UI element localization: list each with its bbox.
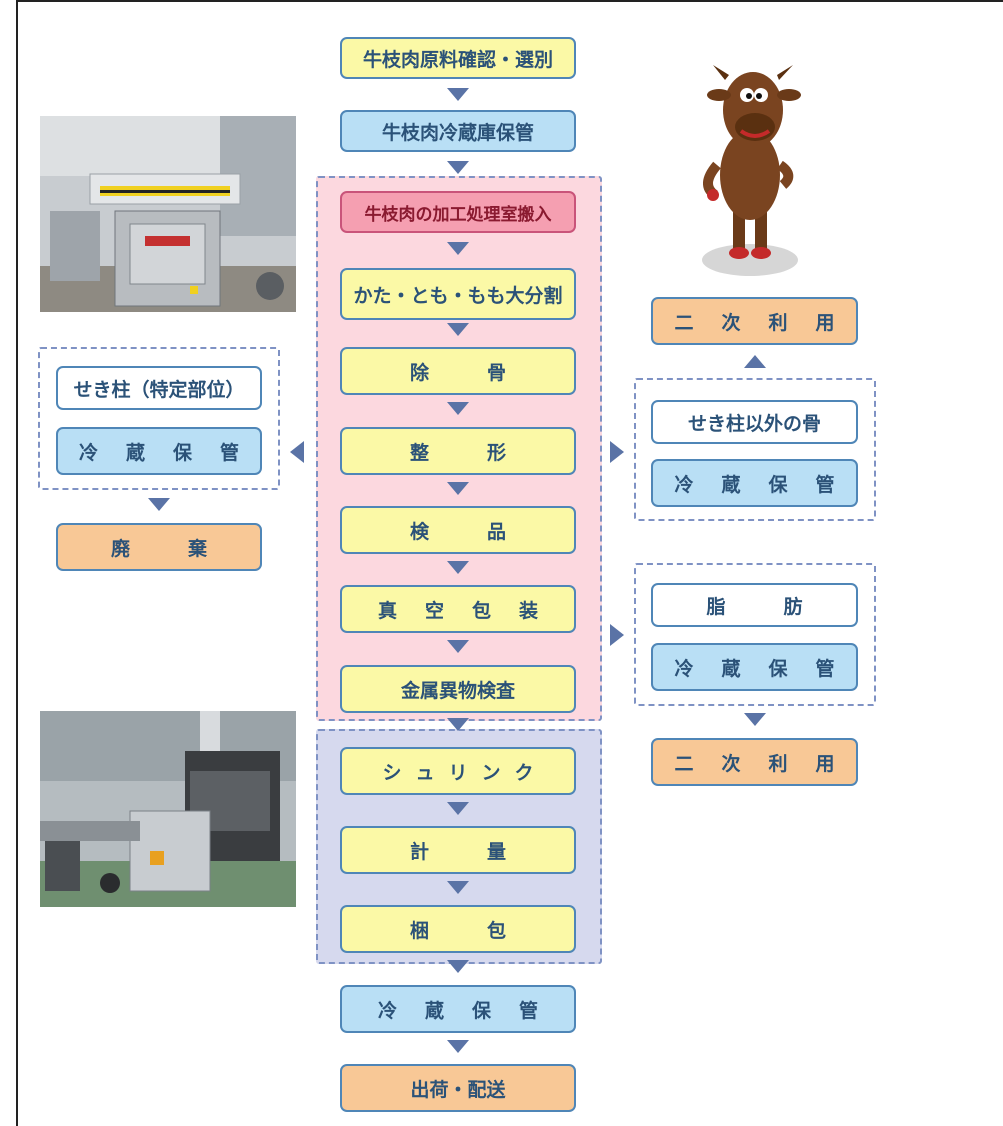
- bones-branch-region: [634, 378, 876, 521]
- arrow-down-icon: [447, 718, 469, 731]
- flow-step-weighing: 計量: [340, 826, 576, 874]
- frame-left-border: [16, 0, 18, 1126]
- flow-step-material-check: 牛枝肉原料確認・選別: [340, 37, 576, 79]
- arrow-down-icon: [447, 561, 469, 574]
- flow-step-shrink: シュリンク: [340, 747, 576, 795]
- spinal-column-label: せき柱（特定部位）: [56, 366, 262, 410]
- flow-step-cold-storage: 牛枝肉冷蔵庫保管: [340, 110, 576, 152]
- fat-cold-storage-label: 冷蔵保管: [651, 643, 858, 691]
- arrow-up-icon: [744, 355, 766, 368]
- flow-step-large-division: かた・とも・もも大分割: [340, 268, 576, 320]
- arrow-left-icon: [290, 441, 304, 463]
- arrow-down-icon: [447, 881, 469, 894]
- disposal-label: 廃棄: [56, 523, 262, 571]
- arrow-down-icon: [447, 161, 469, 174]
- arrow-down-icon: [148, 498, 170, 511]
- fat-secondary-use-label: 二次利用: [651, 738, 858, 786]
- fat-branch-region: [634, 563, 876, 706]
- fat-label: 脂肪: [651, 583, 858, 627]
- arrow-down-icon: [447, 323, 469, 336]
- left-branch-region: [38, 347, 280, 490]
- other-bones-label: せき柱以外の骨: [651, 400, 858, 444]
- flow-step-inspection: 検品: [340, 506, 576, 554]
- flow-step-vacuum-packing: 真空包装: [340, 585, 576, 633]
- flow-step-deboning: 除骨: [340, 347, 576, 395]
- flow-step-shipping: 出荷・配送: [340, 1064, 576, 1112]
- arrow-down-icon: [447, 242, 469, 255]
- cutting-machine-photo: [40, 116, 296, 312]
- shrink-packaging-machine-photo: [40, 711, 296, 907]
- arrow-right-icon: [610, 441, 624, 463]
- flow-step-metal-detection: 金属異物検査: [340, 665, 576, 713]
- flow-step-final-cold-storage: 冷蔵保管: [340, 985, 576, 1033]
- arrow-down-icon: [447, 1040, 469, 1053]
- arrow-down-icon: [447, 482, 469, 495]
- arrow-right-icon: [610, 624, 624, 646]
- flow-step-trimming: 整形: [340, 427, 576, 475]
- arrow-down-icon: [744, 713, 766, 726]
- flow-step-packing: 梱包: [340, 905, 576, 953]
- arrow-down-icon: [447, 402, 469, 415]
- bones-cold-storage-label: 冷蔵保管: [651, 459, 858, 507]
- cartoon-cow-mascot: [695, 55, 805, 280]
- arrow-down-icon: [447, 802, 469, 815]
- arrow-down-icon: [447, 960, 469, 973]
- arrow-down-icon: [447, 640, 469, 653]
- flow-step-carry-in: 牛枝肉の加工処理室搬入: [340, 191, 576, 233]
- arrow-down-icon: [447, 88, 469, 101]
- left-cold-storage-label: 冷蔵保管: [56, 427, 262, 475]
- bones-secondary-use-label: 二次利用: [651, 297, 858, 345]
- frame-top-border: [18, 0, 1003, 2]
